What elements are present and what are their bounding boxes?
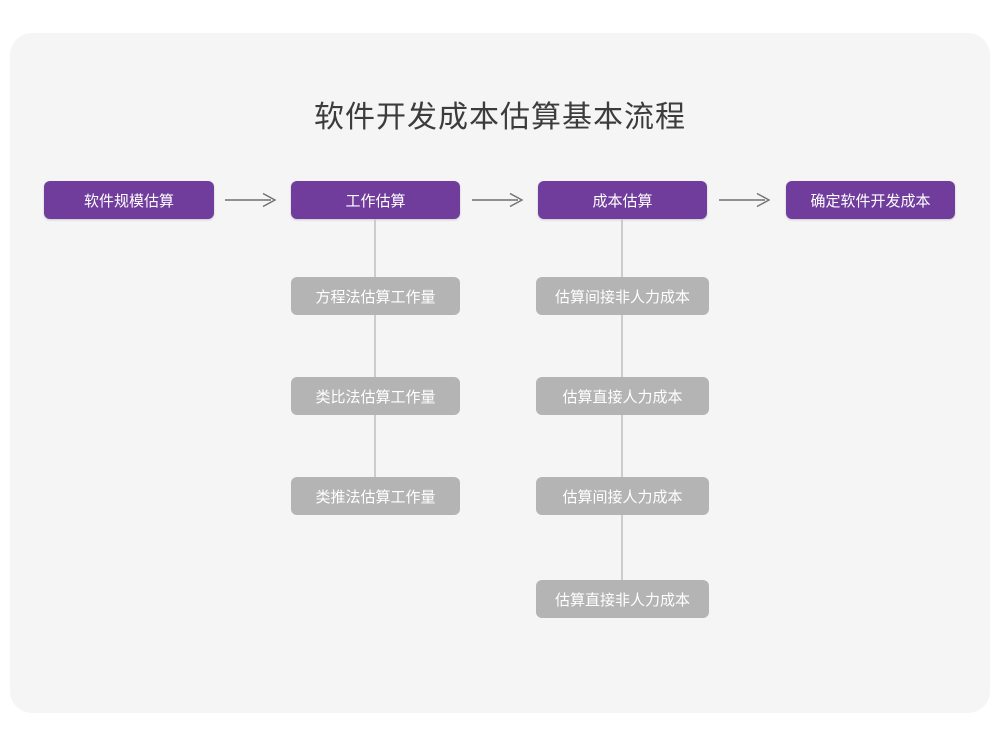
sub-node-equation-method-workload[interactable]: 方程法估算工作量 (291, 277, 460, 315)
diagram-card (10, 33, 990, 713)
page-title: 软件开发成本估算基本流程 (314, 101, 686, 134)
sub-node-indirect-labor-cost[interactable]: 估算间接人力成本 (536, 477, 709, 515)
sub-node-direct-nonlabor-cost[interactable]: 估算直接非人力成本 (536, 580, 709, 618)
flow-step-cost-estimation[interactable]: 成本估算 (538, 181, 707, 219)
connector-line-work-estimation (374, 219, 376, 481)
sub-node-direct-labor-cost[interactable]: 估算直接人力成本 (536, 377, 709, 415)
sub-node-analogy-method-workload[interactable]: 类比法估算工作量 (291, 377, 460, 415)
flow-step-work-estimation[interactable]: 工作估算 (291, 181, 460, 219)
arrow-right-icon (719, 192, 773, 208)
flow-step-determine-development-cost[interactable]: 确定软件开发成本 (786, 181, 955, 219)
arrow-right-icon (225, 192, 279, 208)
flow-step-software-scale-estimation[interactable]: 软件规模估算 (44, 181, 214, 219)
sub-node-analogical-method-workload[interactable]: 类推法估算工作量 (291, 477, 460, 515)
arrow-right-icon (472, 192, 526, 208)
sub-node-indirect-nonlabor-cost[interactable]: 估算间接非人力成本 (536, 277, 709, 315)
